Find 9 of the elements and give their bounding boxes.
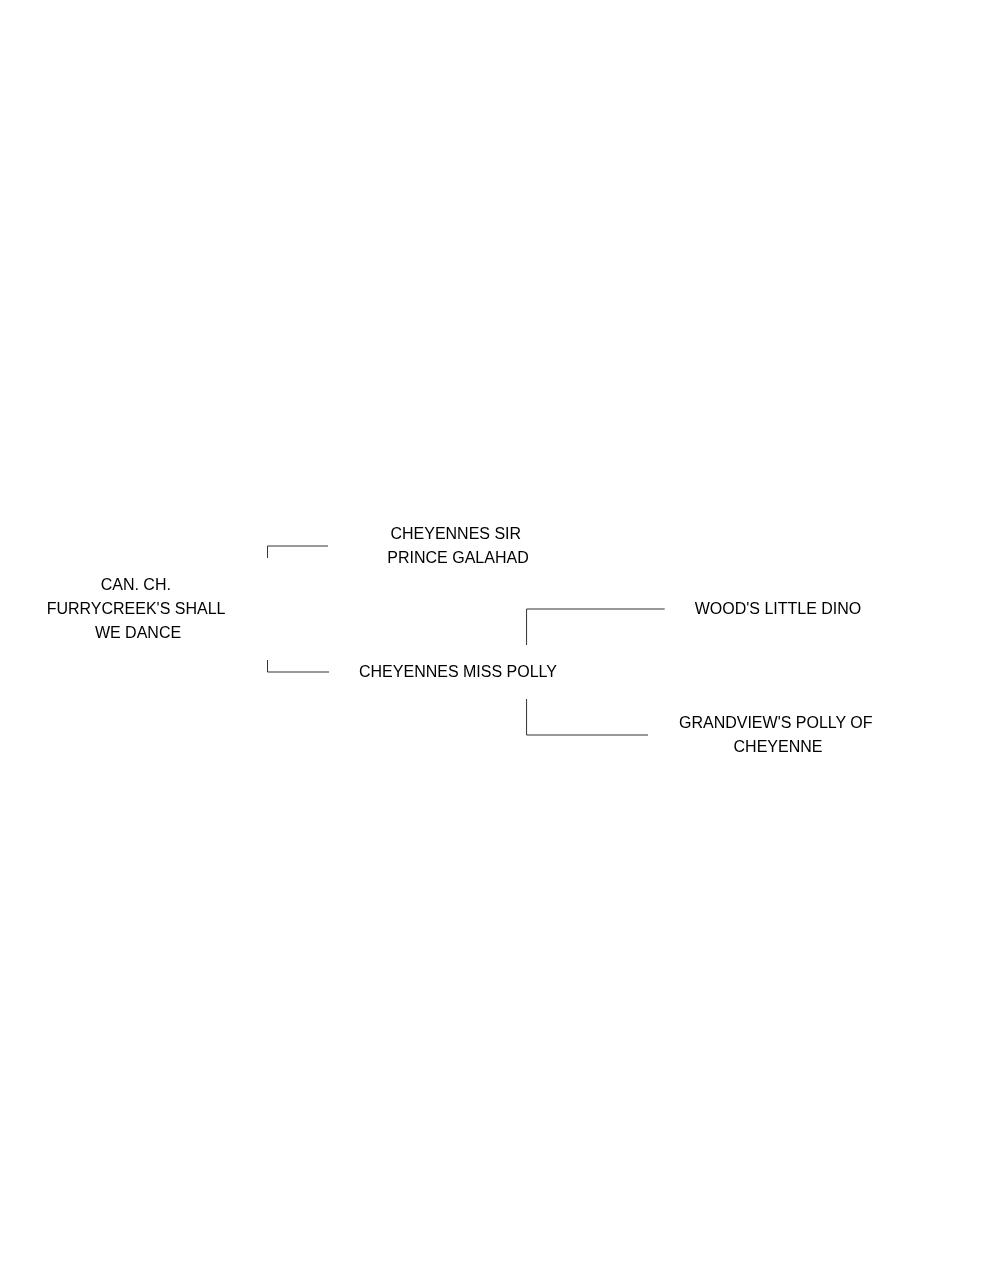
connector [267,659,330,672]
node-text: CAN. CH. FURRYCREEK'S SHALL WE DANCE [46,575,225,641]
connector [526,608,666,645]
node-text: CHEYENNES SIR PRINCE GALAHAD [387,524,529,566]
node-text: CHEYENNES MISS POLLY [359,662,557,680]
connector [267,545,329,558]
connector [526,698,649,735]
node-text: GRANDVIEW'S POLLY OF CHEYENNE [678,713,873,755]
node-text: WOOD'S LITTLE DINO [694,599,862,617]
